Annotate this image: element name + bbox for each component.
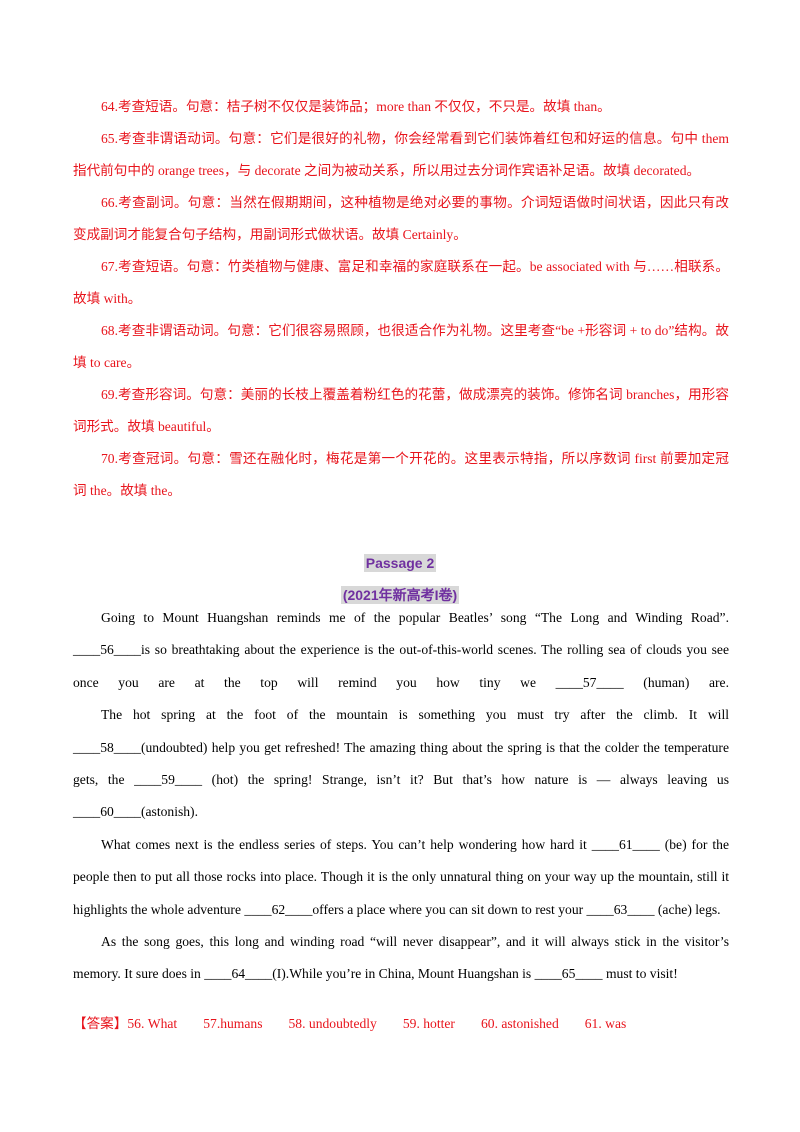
analysis-69: 69.考查形容词。句意：美丽的长枝上覆盖着粉红色的花蕾，做成漂亮的装饰。修饰名词… bbox=[73, 387, 729, 434]
analysis-66: 66.考查副词。句意：当然在假期期间，这种植物是绝对必要的事物。介词短语做时间状… bbox=[73, 195, 729, 242]
passage-subtitle: (2021年新高考I卷) bbox=[340, 586, 460, 604]
answer-label: 【答案】 bbox=[73, 1016, 128, 1031]
answer-item: 61. was bbox=[584, 1016, 627, 1031]
analysis-64: 64.考查短语。句意：桔子树不仅仅是装饰品；more than 不仅仅，不只是。… bbox=[101, 99, 611, 114]
passage-body: Going to Mount Huangshan reminds me of t… bbox=[73, 602, 729, 991]
answer-item: 57.humans bbox=[203, 1016, 263, 1031]
passage-paragraph-1: Going to Mount Huangshan reminds me of t… bbox=[73, 610, 729, 690]
answer-analysis: 64.考查短语。句意：桔子树不仅仅是装饰品；more than 不仅仅，不只是。… bbox=[73, 91, 729, 507]
passage-paragraph-2: The hot spring at the foot of the mounta… bbox=[73, 707, 729, 820]
analysis-70: 70.考查冠词。句意：雪还在融化时，梅花是第一个开花的。这里表示特指，所以序数词… bbox=[73, 451, 729, 498]
passage-title: Passage 2 bbox=[363, 554, 437, 572]
answer-item: 56. What bbox=[127, 1016, 178, 1031]
answer-item: 58. undoubtedly bbox=[288, 1016, 377, 1031]
analysis-65: 65.考查非谓语动词。句意：它们是很好的礼物，你会经常看到它们装饰着红包和好运的… bbox=[73, 131, 729, 178]
passage-paragraph-4: As the song goes, this long and winding … bbox=[73, 934, 729, 982]
analysis-68: 68.考查非谓语动词。句意：它们很容易照顾，也很适合作为礼物。这里考查“be +… bbox=[73, 323, 729, 370]
analysis-67: 67.考查短语。句意：竹类植物与健康、富足和幸福的家庭联系在一起。be asso… bbox=[73, 259, 729, 306]
passage-paragraph-3: What comes next is the endless series of… bbox=[73, 836, 729, 917]
answer-item: 60. astonished bbox=[480, 1016, 559, 1031]
answer-key: 【答案】56. What 57.humans 58. undoubtedly 59. … bbox=[73, 1011, 652, 1037]
answer-item: 59. hotter bbox=[402, 1016, 455, 1031]
